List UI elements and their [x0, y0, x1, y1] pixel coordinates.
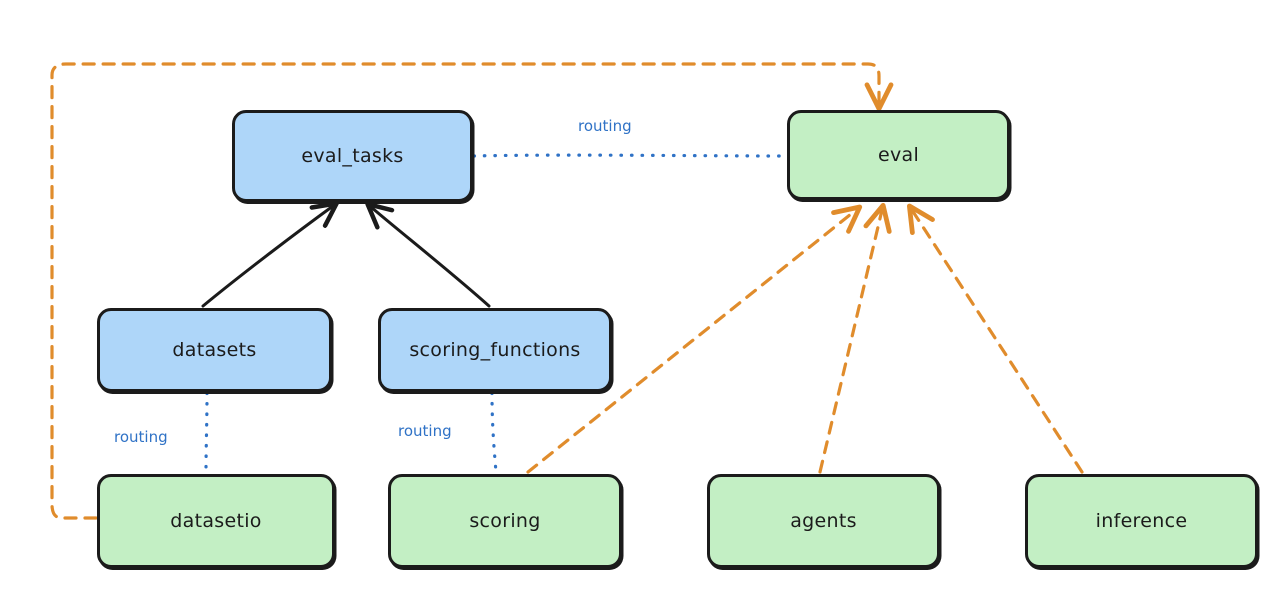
node-datasets[interactable]: datasets	[97, 308, 332, 392]
node-label-scoring-functions: scoring_functions	[409, 339, 581, 361]
edge-scoring-to-eval	[526, 204, 863, 474]
edge-label-routing-datasetio: routing	[114, 428, 168, 446]
node-eval[interactable]: eval	[787, 110, 1010, 200]
edge-datasetio-to-eval	[50, 62, 894, 520]
node-label-scoring: scoring	[469, 510, 541, 532]
edge-datasets-to-datasetio	[204, 391, 209, 474]
edge-label-routing-eval: routing	[578, 117, 632, 135]
node-label-inference: inference	[1095, 510, 1188, 532]
edge-datasets-to-eval-tasks	[201, 201, 339, 308]
edge-agents-to-eval	[818, 202, 892, 474]
node-scoring[interactable]: scoring	[388, 474, 622, 568]
node-datasetio[interactable]: datasetio	[97, 474, 335, 568]
node-label-agents: agents	[790, 510, 857, 532]
edge-eval-tasks-to-eval	[472, 153, 788, 158]
node-label-eval-tasks: eval_tasks	[301, 145, 404, 167]
edge-label-routing-scoring: routing	[398, 422, 452, 440]
edge-scoring-functions-to-scoring	[490, 391, 498, 474]
node-scoring-functions[interactable]: scoring_functions	[378, 308, 612, 392]
node-inference[interactable]: inference	[1025, 474, 1258, 568]
node-agents[interactable]: agents	[707, 474, 940, 568]
node-eval-tasks[interactable]: eval_tasks	[232, 110, 473, 202]
edge-inference-to-eval	[906, 203, 1084, 474]
node-label-datasets: datasets	[172, 339, 257, 361]
node-label-eval: eval	[877, 144, 920, 166]
edge-scoring-functions-to-eval-tasks	[365, 201, 491, 308]
node-label-datasetio: datasetio	[170, 510, 262, 532]
